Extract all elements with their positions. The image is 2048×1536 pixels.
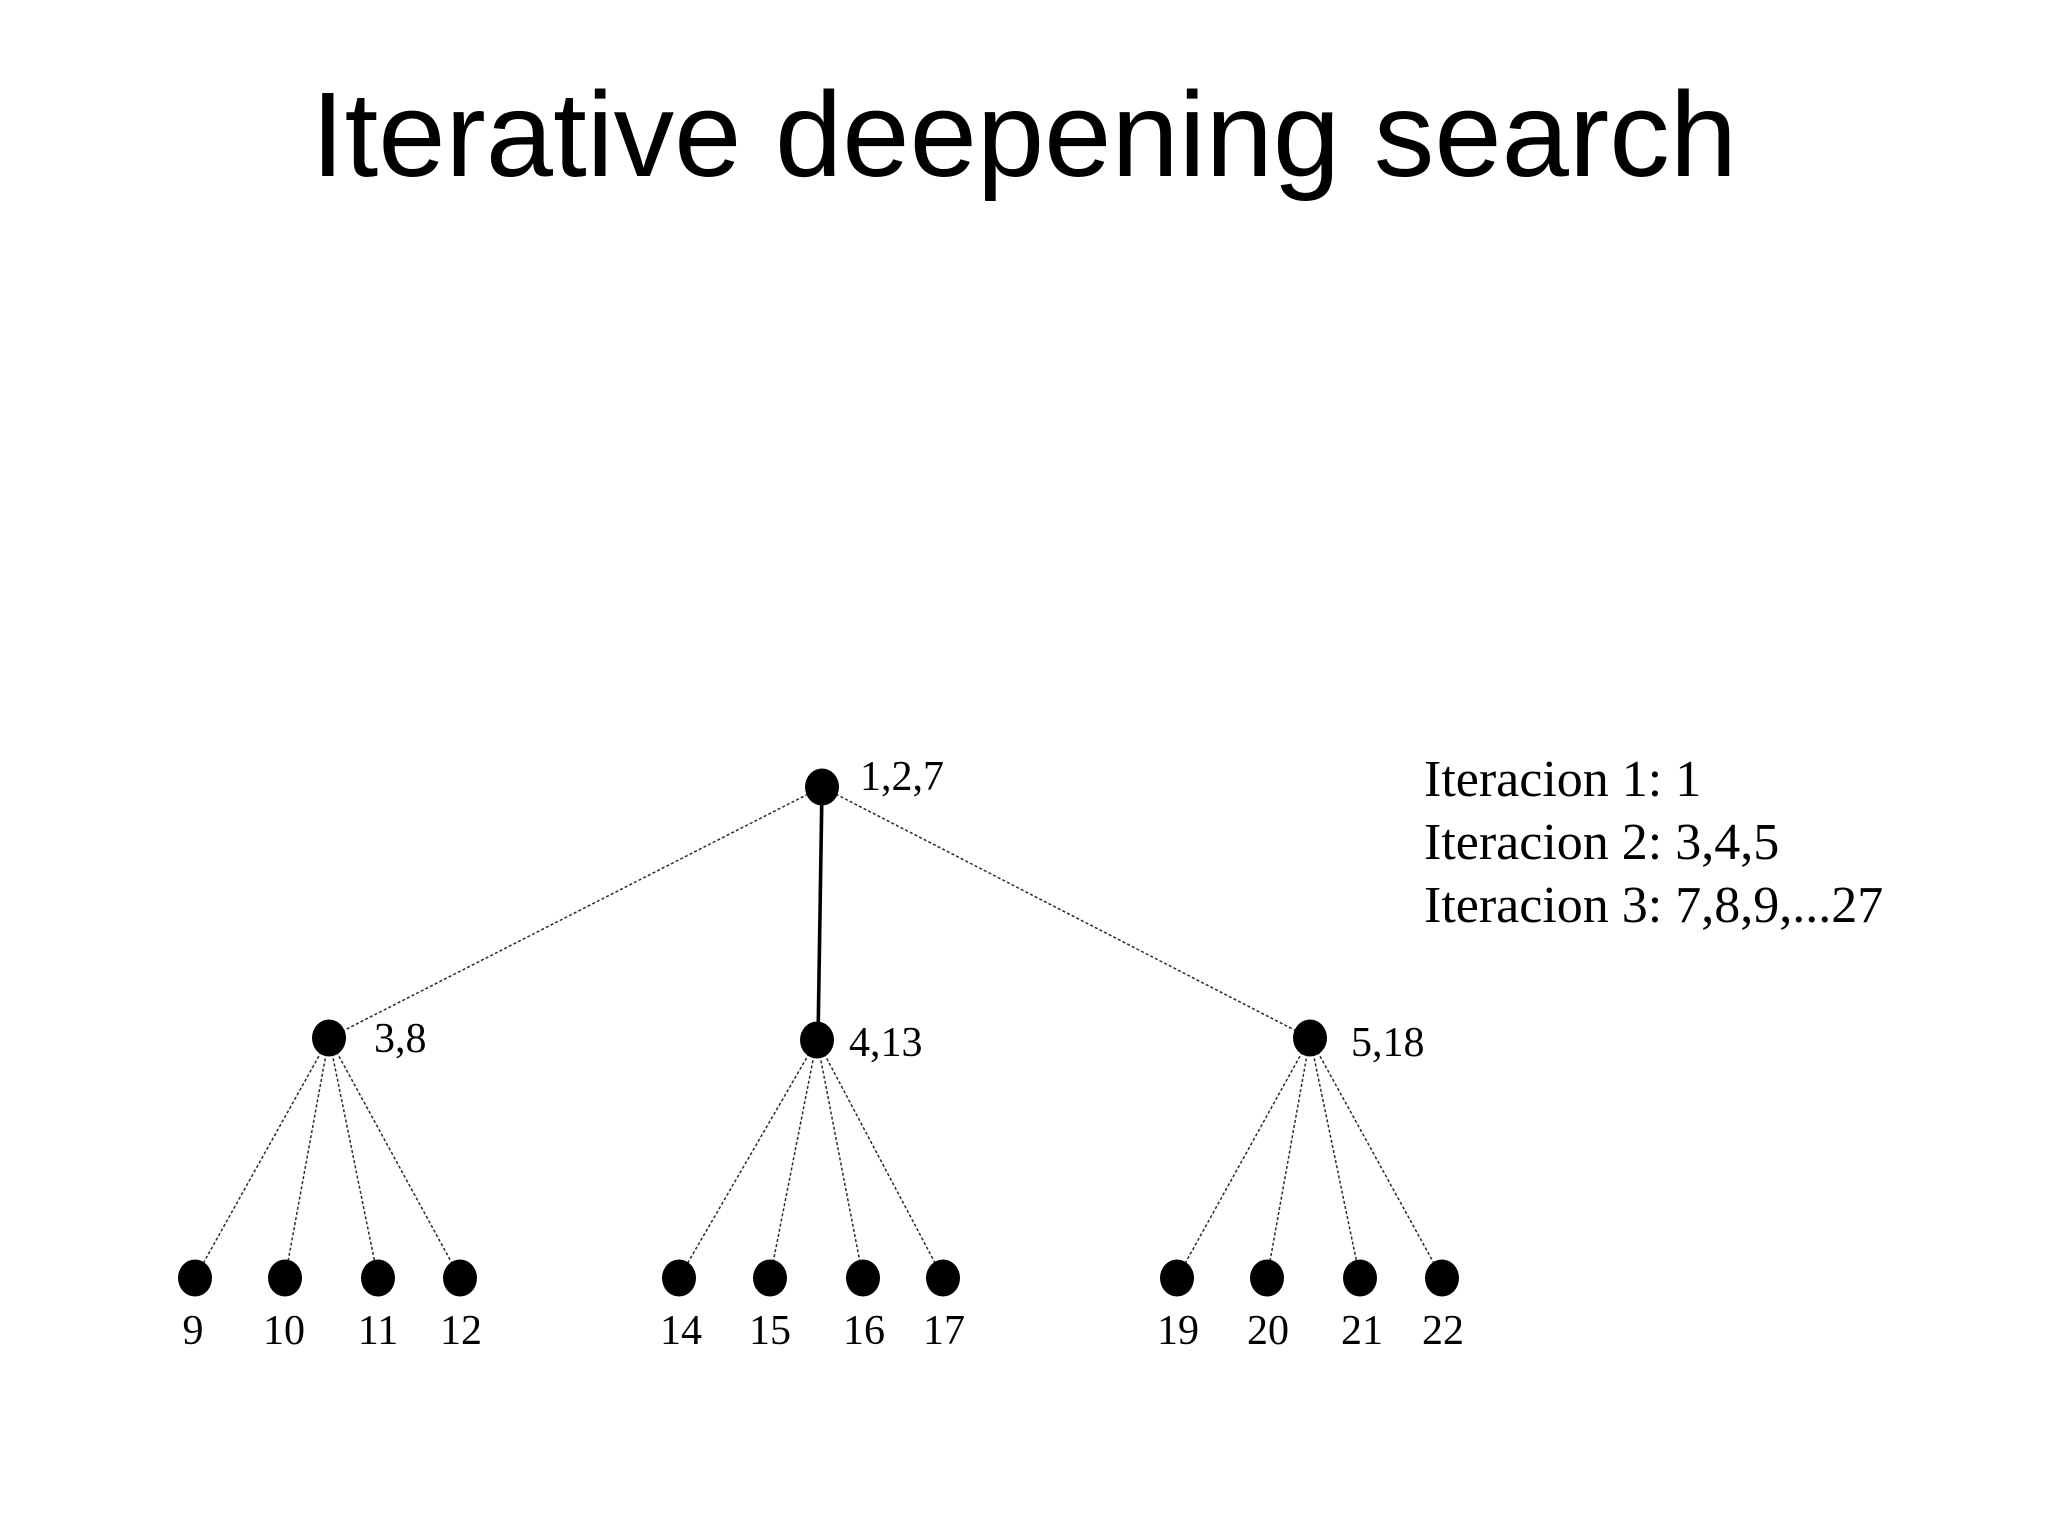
node-leaf-11	[361, 1259, 395, 1297]
node-level2-center	[800, 1021, 834, 1059]
node-leaf-20	[1250, 1259, 1284, 1297]
edge-center-to-leaf-15	[769, 1039, 818, 1279]
edge-left-to-leaf-11	[328, 1037, 379, 1279]
edge-root-to-center	[816, 786, 824, 1041]
tree-edges	[194, 786, 1443, 1279]
node-level2-right	[1293, 1019, 1327, 1057]
annotation-line-1: Iteracion 1: 1	[1424, 751, 1702, 808]
edge-right-to-leaf-21	[1309, 1037, 1361, 1279]
node-leaf-9	[178, 1259, 212, 1297]
annotation-line-2: Iteracion 2: 3,4,5	[1424, 814, 1780, 871]
leaf-label-19: 19	[1157, 1308, 1199, 1354]
edge-root-to-left	[328, 786, 823, 1039]
node-root-label: 1,2,7	[860, 754, 944, 800]
node-leaf-17	[926, 1259, 960, 1297]
leaf-label-20: 20	[1247, 1308, 1289, 1354]
leaf-label-9: 9	[183, 1308, 204, 1354]
node-leaf-21	[1343, 1259, 1377, 1297]
leaf-label-14: 14	[660, 1308, 702, 1354]
slide-title: Iterative deepening search	[310, 66, 1738, 202]
edge-center-to-leaf-14	[678, 1039, 818, 1279]
node-level2-left-label: 3,8	[374, 1016, 427, 1062]
node-level2-left	[312, 1019, 346, 1057]
leaf-label-17: 17	[923, 1308, 965, 1354]
edge-center-to-leaf-17	[816, 1039, 944, 1279]
leaf-label-10: 10	[263, 1308, 305, 1354]
leaf-label-11: 11	[358, 1308, 398, 1354]
leaf-label-21: 21	[1341, 1308, 1383, 1354]
node-leaf-10	[268, 1259, 302, 1297]
edge-left-to-leaf-10	[284, 1037, 330, 1279]
edge-left-to-leaf-9	[194, 1037, 330, 1279]
node-level2-right-label: 5,18	[1351, 1020, 1425, 1066]
tree-nodes	[178, 768, 1459, 1297]
annotation-line-3: Iteracion 3: 7,8,9,...27	[1424, 877, 1884, 934]
node-root	[805, 768, 839, 806]
edge-right-to-leaf-19	[1176, 1037, 1311, 1279]
node-leaf-16	[846, 1259, 880, 1297]
node-leaf-12	[443, 1259, 477, 1297]
edge-left-to-leaf-12	[328, 1037, 461, 1279]
edge-center-to-leaf-16	[816, 1039, 864, 1279]
node-level2-center-label: 4,13	[849, 1020, 923, 1066]
leaf-label-12: 12	[440, 1308, 482, 1354]
leaf-label-15: 15	[749, 1308, 791, 1354]
leaf-label-16: 16	[843, 1308, 885, 1354]
iteration-annotations: Iteracion 1: 1 Iteracion 2: 3,4,5 Iterac…	[1424, 748, 1883, 937]
tree-labels: 1,2,7 3,8 4,13 5,18 9 10 11 12 14 15 16 …	[183, 754, 1465, 1354]
edge-right-to-leaf-20	[1266, 1037, 1311, 1279]
node-leaf-22	[1425, 1259, 1459, 1297]
node-leaf-15	[753, 1259, 787, 1297]
edge-right-to-leaf-22	[1309, 1037, 1443, 1279]
node-leaf-19	[1160, 1259, 1194, 1297]
node-leaf-14	[662, 1259, 696, 1297]
edge-root-to-right	[821, 786, 1311, 1039]
leaf-label-22: 22	[1422, 1308, 1464, 1354]
